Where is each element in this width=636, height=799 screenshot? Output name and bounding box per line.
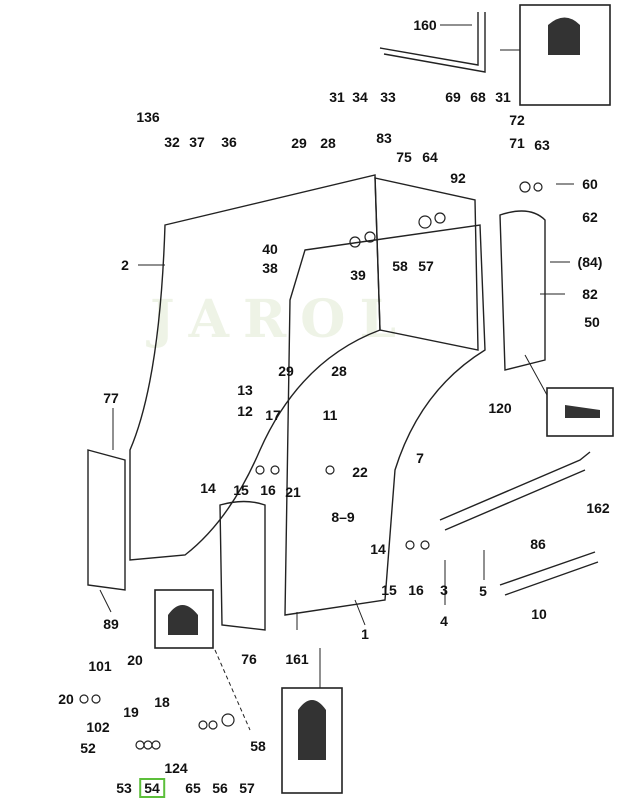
part-label-31: 31 (329, 89, 345, 105)
watermark: JAROL (150, 289, 411, 350)
part-label-57: 57 (418, 258, 434, 274)
part-label-40: 40 (262, 241, 278, 257)
part-label-22: 22 (352, 464, 368, 480)
part-label-21: 21 (285, 484, 301, 500)
part-label-83: 83 (376, 130, 392, 146)
part-label-84: (84) (577, 254, 603, 270)
part-label-160: 160 (413, 17, 437, 33)
part-label-53: 53 (116, 780, 132, 796)
glass-panel-77 (87, 449, 126, 591)
part-label-5: 5 (479, 583, 487, 599)
part-label-92: 92 (450, 170, 466, 186)
part-label-28b: 28 (331, 363, 347, 379)
seal-inset-left (154, 589, 214, 649)
part-label-19: 19 (123, 704, 139, 720)
part-label-120: 120 (488, 400, 512, 416)
part-label-14b: 14 (370, 541, 386, 557)
part-label-2: 2 (121, 257, 129, 273)
part-label-32: 32 (164, 134, 180, 150)
seal-profiles (168, 17, 600, 760)
part-label-3: 3 (440, 582, 448, 598)
part-label-4: 4 (440, 613, 448, 629)
part-label-60: 60 (582, 176, 598, 192)
part-label-8-9: 8–9 (331, 509, 355, 525)
part-label-124: 124 (164, 760, 188, 776)
part-label-64: 64 (422, 149, 438, 165)
part-label-72: 72 (509, 112, 525, 128)
glass-panel-82 (499, 210, 546, 371)
glass-panel-75 (374, 177, 479, 351)
part-label-16b: 16 (408, 582, 424, 598)
part-label-13: 13 (237, 382, 253, 398)
part-label-20b: 20 (58, 691, 74, 707)
part-label-71: 71 (509, 135, 525, 151)
part-label-39: 39 (350, 267, 366, 283)
part-label-57b: 57 (239, 780, 255, 796)
part-label-69: 69 (445, 89, 461, 105)
part-label-16: 16 (260, 482, 276, 498)
part-label-75: 75 (396, 149, 412, 165)
part-label-10: 10 (531, 606, 547, 622)
part-label-161: 161 (285, 651, 309, 667)
part-label-50: 50 (584, 314, 600, 330)
part-label-7: 7 (416, 450, 424, 466)
part-label-63: 63 (534, 137, 550, 153)
part-label-37: 37 (189, 134, 205, 150)
part-label-101: 101 (88, 658, 112, 674)
part-label-12: 12 (237, 403, 253, 419)
part-label-20: 20 (127, 652, 143, 668)
part-label-58b: 58 (250, 738, 266, 754)
part-label-14: 14 (200, 480, 216, 496)
hardware (79, 181, 543, 750)
part-label-31b: 31 (495, 89, 511, 105)
part-label-102: 102 (86, 719, 110, 735)
seal-inset-top (519, 4, 611, 106)
part-label-15b: 15 (381, 582, 397, 598)
part-label-68: 68 (470, 89, 486, 105)
part-label-76: 76 (241, 651, 257, 667)
part-label-58: 58 (392, 258, 408, 274)
part-label-89: 89 (103, 616, 119, 632)
part-label-28: 28 (320, 135, 336, 151)
part-label-38: 38 (262, 260, 278, 276)
stay-rod (439, 451, 591, 531)
seal-inset-right (546, 387, 614, 437)
part-label-136: 136 (136, 109, 160, 125)
part-label-54-highlighted[interactable]: 54 (139, 778, 165, 798)
part-label-77: 77 (103, 390, 119, 406)
part-label-1: 1 (361, 626, 369, 642)
part-label-82: 82 (582, 286, 598, 302)
seal-strip-160 (379, 12, 486, 73)
part-label-11: 11 (322, 407, 338, 423)
glass-panel-76 (219, 500, 266, 631)
part-label-52: 52 (80, 740, 96, 756)
part-label-86: 86 (530, 536, 546, 552)
part-label-65: 65 (185, 780, 201, 796)
leader-lines (99, 24, 574, 731)
part-label-33: 33 (380, 89, 396, 105)
part-label-29b: 29 (278, 363, 294, 379)
part-label-56: 56 (212, 780, 228, 796)
part-label-34: 34 (352, 89, 368, 105)
part-label-29: 29 (291, 135, 307, 151)
part-label-36: 36 (221, 134, 237, 150)
part-label-18: 18 (154, 694, 170, 710)
part-label-62: 62 (582, 209, 598, 225)
part-label-17: 17 (265, 407, 281, 423)
seal-inset-bottom (281, 687, 343, 794)
gas-strut (499, 551, 599, 596)
door-panel-1 (284, 224, 486, 616)
part-label-162: 162 (586, 500, 610, 516)
part-label-15: 15 (233, 482, 249, 498)
